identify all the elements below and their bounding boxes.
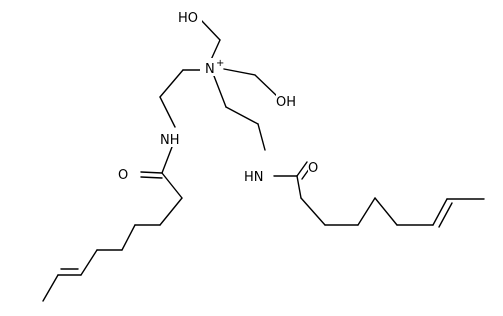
bond-n-ch2-lower	[213, 75, 227, 108]
hydroxyl-right-label: OH	[276, 95, 296, 110]
bond-right-ethyl	[225, 106, 259, 125]
amide-nh-left-label: NH	[160, 133, 180, 148]
bond-nh-carbonyl-left	[161, 146, 173, 174]
carbonyl-oxygen-left-label: O	[118, 168, 128, 183]
bond-c-o-right-a	[296, 161, 308, 177]
bond-left-chain-4	[121, 224, 136, 251]
positive-charge-label: +	[216, 58, 224, 69]
bond-right-alkene-a	[432, 198, 448, 226]
bond-left-chain-6	[80, 249, 98, 276]
bond-ch2-oh-top	[200, 19, 221, 41]
bond-left-ethyl	[159, 69, 184, 98]
bond-right-chain-2	[300, 197, 326, 226]
bond-c-o-left-a	[140, 171, 163, 174]
bond-c-o-left-b	[140, 176, 163, 179]
atom-labels: N + HO OH NH HN O O	[118, 8, 322, 185]
bond-right-chain-4	[357, 197, 376, 226]
amide-hn-right-label: HN	[244, 170, 264, 185]
bond-left-chain-1	[161, 172, 183, 199]
bond-lines	[42, 19, 485, 302]
carbonyl-oxygen-right-label: O	[308, 161, 318, 176]
bond-n-ch2-right	[223, 68, 256, 76]
bond-right-chain-5	[374, 197, 398, 226]
bond-right-chain-1	[296, 175, 302, 199]
hydroxyl-top-label: HO	[178, 11, 198, 26]
bond-left-chain-2	[159, 197, 183, 226]
bond-ch2-oh-right	[254, 74, 279, 98]
bond-ch2-nh-right	[257, 123, 266, 151]
quaternary-nitrogen-label: N	[205, 62, 215, 77]
bond-right-alkene-b	[438, 202, 453, 228]
bond-left-chain-terminal	[42, 274, 59, 302]
bond-ch2-nh-left	[159, 96, 176, 128]
